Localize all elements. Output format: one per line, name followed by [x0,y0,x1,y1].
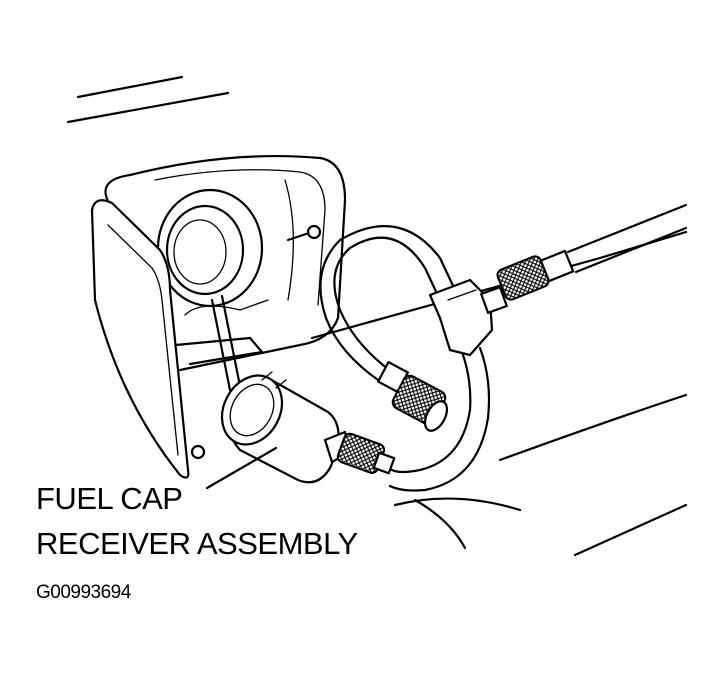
figure-id: G00993694 [36,582,131,603]
callout-leader-line [205,446,278,490]
fuel-cap-receiver-assembly [220,371,396,484]
fuel-door [90,199,206,479]
test-hoses [319,203,688,492]
callout-label-line-1: FUEL CAP [36,481,183,516]
fuel-filler-housing [104,154,347,392]
callout-label-line-2: RECEIVER ASSEMBLY [36,526,358,561]
tee-fitting [428,249,575,357]
quick-coupler [377,361,449,432]
